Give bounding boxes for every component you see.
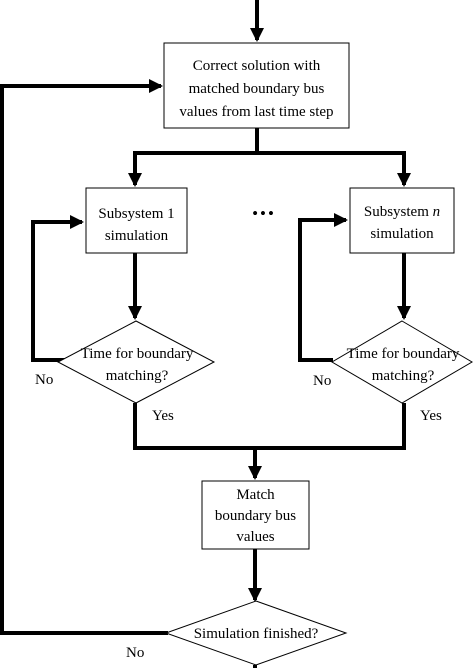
no-loop-subsystem-n-arrow bbox=[298, 213, 348, 362]
simulation-finished-diamond: Simulation finished? bbox=[164, 600, 348, 666]
subsystem-1-rect bbox=[85, 187, 188, 254]
match-values-box: Match boundary bus values bbox=[201, 480, 310, 550]
subsystem-1-box: Subsystem 1 simulation bbox=[85, 187, 188, 254]
match-values-line-2: boundary bus bbox=[215, 508, 296, 524]
decision-n-line-1: Time for boundary bbox=[347, 346, 460, 362]
decision-n-shape bbox=[331, 320, 473, 404]
match-values-rect bbox=[201, 480, 310, 550]
subsystem-n-rect bbox=[349, 187, 455, 254]
simulation-finished-shape bbox=[164, 600, 348, 666]
yes-label-decision-1: Yes bbox=[152, 408, 174, 424]
decision-n-line-2: matching? bbox=[372, 368, 435, 384]
match-values-line-1: Match bbox=[236, 487, 275, 503]
subsystem-1-line-2: simulation bbox=[105, 228, 169, 244]
correct-solution-box: Correct solution with matched boundary b… bbox=[163, 42, 350, 129]
subsystem-n-prefix: Subsystem bbox=[364, 204, 433, 220]
subsystem-n-variable: n bbox=[433, 204, 441, 220]
correct-solution-rect bbox=[163, 42, 350, 129]
match-values-line-3: values bbox=[236, 529, 274, 545]
yes-label-decision-n: Yes bbox=[420, 408, 442, 424]
subsystem-n-line-2: simulation bbox=[370, 226, 434, 242]
no-label-decision-n: No bbox=[313, 373, 331, 389]
correct-solution-line-2: matched boundary bus bbox=[189, 81, 325, 97]
ellipsis-more-subsystems: ••• bbox=[252, 204, 276, 223]
subsystem-n-line-1: Subsystem n bbox=[364, 204, 440, 220]
decision-n-diamond: Time for boundary matching? bbox=[331, 320, 473, 404]
correct-solution-line-1: Correct solution with bbox=[193, 58, 321, 74]
decision-1-line-2: matching? bbox=[106, 368, 169, 384]
edge-labels: No Yes No Yes No bbox=[35, 372, 442, 661]
no-label-decision-1: No bbox=[35, 372, 53, 388]
subsystem-1-line-1: Subsystem 1 bbox=[98, 206, 174, 222]
split-to-subsystem-n-arrow bbox=[257, 151, 411, 187]
decision-1-line-1: Time for boundary bbox=[81, 346, 194, 362]
split-to-subsystem-1-arrow bbox=[128, 128, 259, 187]
subsystem-n-box: Subsystem n simulation bbox=[349, 187, 455, 254]
simulation-finished-label: Simulation finished? bbox=[194, 626, 319, 642]
decision-1-shape bbox=[56, 320, 216, 404]
decision-1-diamond: Time for boundary matching? bbox=[56, 320, 216, 404]
correct-solution-line-3: values from last time step bbox=[179, 104, 333, 120]
no-loop-back-to-top-arrow bbox=[0, 79, 168, 635]
connectors bbox=[0, 0, 411, 668]
no-label-simulation-finished: No bbox=[126, 645, 144, 661]
yes-merge-subsystem-1-line bbox=[133, 403, 406, 450]
no-loop-subsystem-1-arrow bbox=[31, 215, 84, 362]
